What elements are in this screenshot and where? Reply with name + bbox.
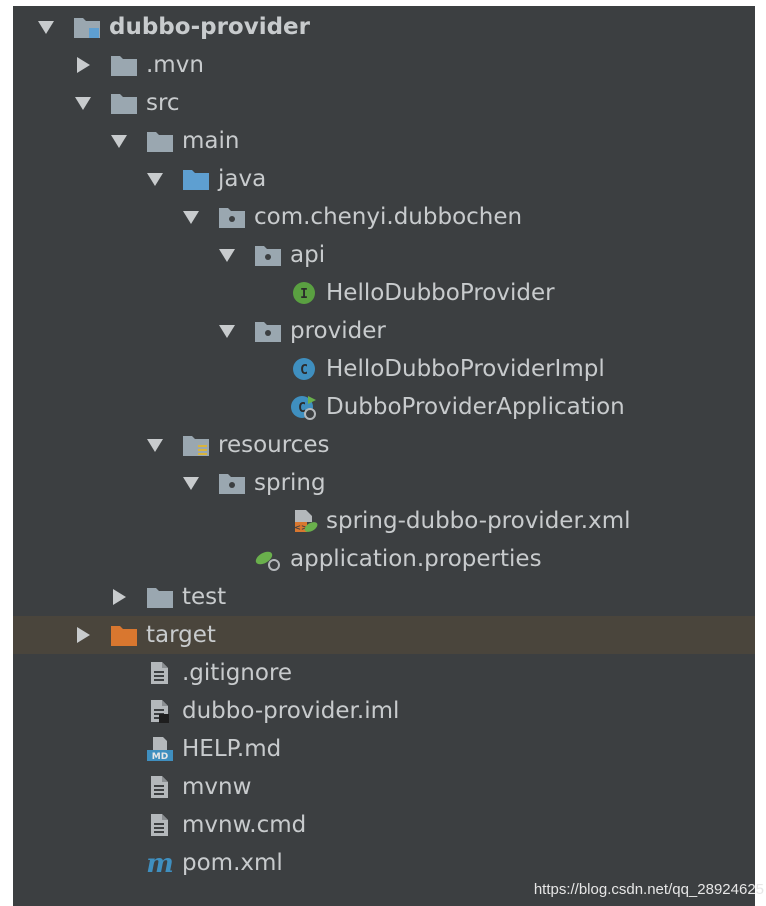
- tree-node-label: mvnw.cmd: [182, 812, 307, 838]
- tree-node-label: java: [218, 166, 267, 192]
- tree-node-api[interactable]: api: [13, 236, 755, 274]
- tree-node-mvn[interactable]: .mvn: [13, 46, 755, 84]
- tree-node-mvnw[interactable]: mvnw: [13, 768, 755, 806]
- spring-xml-icon: <>: [289, 508, 319, 534]
- tree-node-target[interactable]: target: [13, 616, 755, 654]
- tree-node-src[interactable]: src: [13, 84, 755, 122]
- tree-node-label: HelloDubboProvider: [326, 280, 555, 306]
- tree-node-dubbo-provider-iml[interactable]: dubbo-provider.iml: [13, 692, 755, 730]
- package-icon: [253, 242, 283, 268]
- expand-arrow-down-icon[interactable]: [183, 210, 199, 224]
- tree-node-help-md[interactable]: MD HELP.md: [13, 730, 755, 768]
- tree-node-spring-dubbo-provider-xml[interactable]: <> spring-dubbo-provider.xml: [13, 502, 755, 540]
- svg-text:<>: <>: [294, 523, 307, 532]
- source-folder-icon: [181, 166, 211, 192]
- collapse-arrow-right-icon[interactable]: [77, 627, 90, 643]
- tree-node-gitignore[interactable]: .gitignore: [13, 654, 755, 692]
- svg-text:MD: MD: [152, 752, 168, 762]
- svg-text:C: C: [298, 401, 306, 416]
- expand-arrow-down-icon[interactable]: [147, 172, 163, 186]
- tree-node-label: src: [146, 90, 180, 116]
- collapse-arrow-right-icon[interactable]: [77, 57, 90, 73]
- tree-node-label: resources: [218, 432, 330, 458]
- tree-node-label: application.properties: [290, 546, 542, 572]
- text-file-icon: [145, 660, 175, 686]
- text-file-icon: [145, 812, 175, 838]
- tree-node-application-properties[interactable]: application.properties: [13, 540, 755, 578]
- project-tree-panel: dubbo-provider .mvn src main java com.ch…: [13, 6, 755, 896]
- excluded-folder-icon: [109, 622, 139, 648]
- tree-node-label: com.chenyi.dubbochen: [254, 204, 523, 230]
- iml-file-icon: [145, 698, 175, 724]
- tree-node-label: HELP.md: [182, 736, 282, 762]
- expand-arrow-down-icon[interactable]: [38, 20, 54, 34]
- watermark: https://blog.csdn.net/qq_28924625: [533, 881, 764, 898]
- svg-text:I: I: [300, 287, 308, 302]
- tree-node-test[interactable]: test: [13, 578, 755, 616]
- tree-node-label: dubbo-provider: [109, 14, 311, 40]
- tree-node-label: main: [182, 128, 240, 154]
- tree-node-label: DubboProviderApplication: [326, 394, 625, 420]
- expand-arrow-down-icon[interactable]: [75, 96, 91, 110]
- svg-text:m: m: [146, 850, 174, 876]
- tree-node-resources[interactable]: resources: [13, 426, 755, 464]
- folder-icon: [145, 128, 175, 154]
- expand-arrow-down-icon[interactable]: [183, 476, 199, 490]
- svg-text:C: C: [300, 363, 308, 378]
- expand-arrow-down-icon[interactable]: [219, 324, 235, 338]
- tree-node-com-chenyi-dubbochen[interactable]: com.chenyi.dubbochen: [13, 198, 755, 236]
- tree-node-label: .mvn: [146, 52, 204, 78]
- text-file-icon: [145, 774, 175, 800]
- tree-node-dubbo-provider[interactable]: dubbo-provider: [13, 8, 755, 46]
- folder-icon: [109, 52, 139, 78]
- tree-node-main[interactable]: main: [13, 122, 755, 160]
- tree-node-label: mvnw: [182, 774, 252, 800]
- package-icon: [217, 204, 247, 230]
- tree-node-label: .gitignore: [182, 660, 293, 686]
- tree-node-label: provider: [290, 318, 386, 344]
- tree-node-hellodubboprovider[interactable]: I HelloDubboProvider: [13, 274, 755, 312]
- expand-arrow-down-icon[interactable]: [219, 248, 235, 262]
- tree-node-label: spring-dubbo-provider.xml: [326, 508, 631, 534]
- folder-icon: [145, 584, 175, 610]
- expand-arrow-down-icon[interactable]: [111, 134, 127, 148]
- tree-node-dubboproviderapplication[interactable]: C DubboProviderApplication: [13, 388, 755, 426]
- tree-node-label: dubbo-provider.iml: [182, 698, 400, 724]
- tree-node-label: test: [182, 584, 227, 610]
- spring-properties-icon: [253, 546, 283, 572]
- maven-icon: m: [145, 850, 175, 876]
- tree-node-label: api: [290, 242, 326, 268]
- tree-node-label: target: [146, 622, 216, 648]
- spring-boot-class-icon: C: [289, 394, 319, 420]
- module-folder-icon: [72, 14, 102, 40]
- resources-folder-icon: [181, 432, 211, 458]
- tree-node-label: HelloDubboProviderImpl: [326, 356, 605, 382]
- tree-node-provider[interactable]: provider: [13, 312, 755, 350]
- folder-icon: [109, 90, 139, 116]
- collapse-arrow-right-icon[interactable]: [113, 589, 126, 605]
- class-icon: C: [289, 356, 319, 382]
- markdown-file-icon: MD: [145, 736, 175, 762]
- package-icon: [217, 470, 247, 496]
- tree-node-hellodubboproviderimpl[interactable]: C HelloDubboProviderImpl: [13, 350, 755, 388]
- tree-node-spring[interactable]: spring: [13, 464, 755, 502]
- tree-node-label: pom.xml: [182, 850, 283, 876]
- tree-node-label: spring: [254, 470, 326, 496]
- tree-panel-bottom: [13, 896, 755, 906]
- expand-arrow-down-icon[interactable]: [147, 438, 163, 452]
- tree-node-pom-xml[interactable]: m pom.xml: [13, 844, 755, 882]
- tree-node-mvnw-cmd[interactable]: mvnw.cmd: [13, 806, 755, 844]
- tree-node-java[interactable]: java: [13, 160, 755, 198]
- interface-icon: I: [289, 280, 319, 306]
- package-icon: [253, 318, 283, 344]
